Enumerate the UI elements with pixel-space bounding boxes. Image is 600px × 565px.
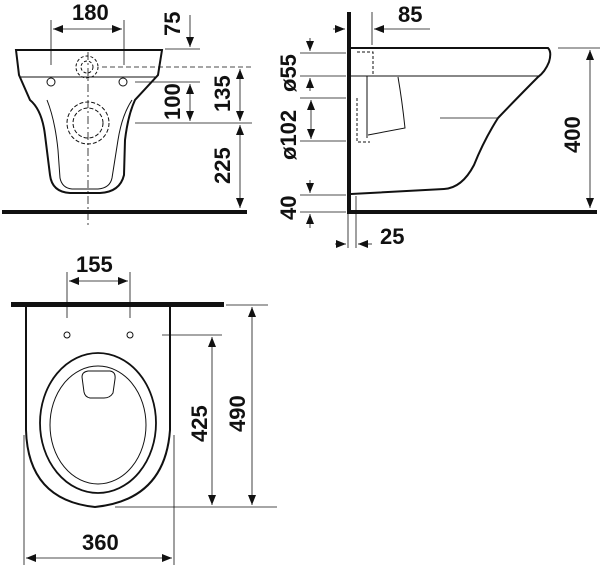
- dim-side-d55: ø55: [276, 54, 301, 92]
- dim-side-400: 400: [560, 116, 585, 153]
- dim-top-425: 425: [187, 405, 212, 442]
- dim-side-85: 85: [398, 2, 422, 27]
- dim-front-225: 225: [210, 147, 235, 184]
- dim-side-25: 25: [380, 224, 404, 249]
- dim-front-100: 100: [160, 83, 185, 120]
- dim-front-75: 75: [160, 12, 185, 36]
- front-view: [2, 15, 252, 225]
- dim-side-40: 40: [276, 196, 301, 220]
- top-view: [11, 272, 277, 565]
- dim-top-155: 155: [76, 252, 113, 277]
- dim-front-180: 180: [72, 0, 109, 25]
- dim-front-135: 135: [210, 75, 235, 112]
- side-view: [300, 12, 600, 248]
- dim-top-490: 490: [225, 395, 250, 432]
- dim-side-d102: ø102: [276, 110, 301, 160]
- dim-top-360: 360: [82, 530, 119, 555]
